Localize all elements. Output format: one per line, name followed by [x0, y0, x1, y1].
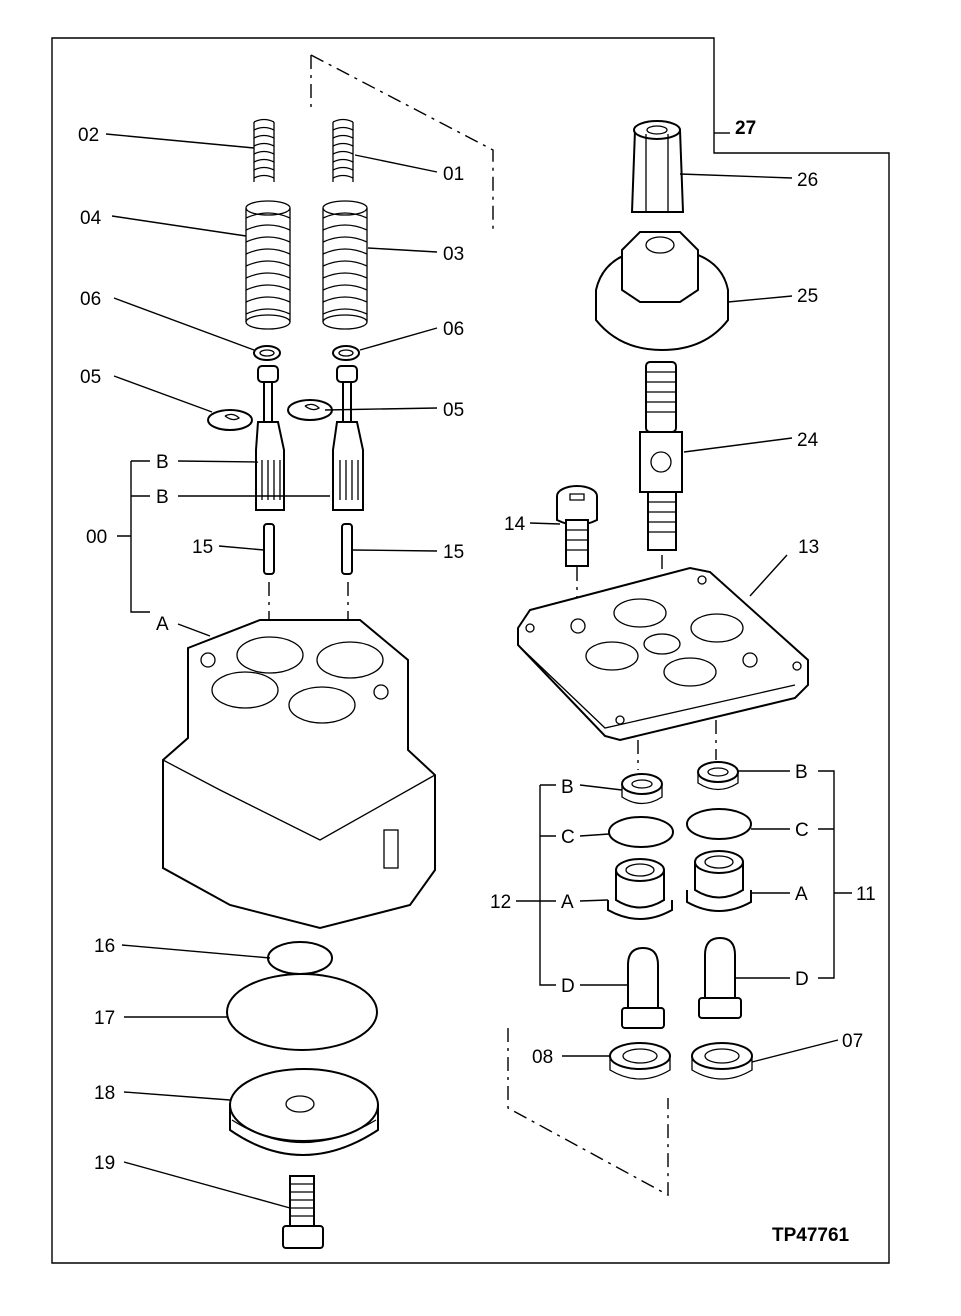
callout-06-left: 06: [80, 289, 101, 310]
callout-12: 12: [490, 892, 511, 913]
callout-00: 00: [86, 527, 107, 548]
callout-05-right: 05: [443, 400, 464, 421]
washer-06-left: [253, 345, 281, 361]
retaining-clip-05-left: [207, 409, 253, 431]
seal-ring-12-b: [621, 773, 663, 805]
callout-01: 01: [443, 164, 464, 185]
pin-15-right: [341, 523, 353, 575]
bushing-11-a: [686, 850, 752, 912]
assembly-line-bottom: [507, 1028, 669, 1197]
callout-11-c: C: [795, 820, 809, 841]
socket-bolt-14: [556, 485, 598, 567]
callout-15-left: 15: [192, 537, 213, 558]
universal-joint-24: [639, 361, 683, 551]
nut-08: [609, 1042, 671, 1080]
callout-14: 14: [504, 514, 526, 535]
o-ring-16: [267, 941, 333, 975]
bolt-19: [282, 1175, 324, 1249]
callout-12-b: B: [561, 777, 574, 798]
callout-27: 27: [735, 118, 756, 139]
o-ring-12-c: [608, 816, 674, 848]
seal-ring-11-b: [697, 761, 739, 791]
callout-02: 02: [78, 125, 99, 146]
valve-body: [162, 619, 436, 930]
callout-03: 03: [443, 244, 464, 265]
callout-16: 16: [94, 936, 115, 957]
coupling-nut-26: [630, 120, 685, 213]
callout-05-left: 05: [80, 367, 101, 388]
plunger-assembly-right: [332, 365, 364, 511]
washer-06-left-inner: [259, 349, 275, 357]
nut-07: [691, 1042, 753, 1080]
boot-seal-17: [226, 973, 378, 1051]
diagram-border: [51, 37, 890, 1264]
callout-13: 13: [798, 537, 819, 558]
bushing-12-a: [607, 858, 673, 920]
cam-plate-25: [595, 231, 729, 352]
callout-18: 18: [94, 1083, 115, 1104]
piston-11-d: [698, 936, 742, 1019]
callout-b-lower: B: [156, 487, 169, 508]
callout-11-b: B: [795, 762, 808, 783]
small-spring-01: [332, 118, 354, 182]
callout-19: 19: [94, 1153, 115, 1174]
leader-lines: [105, 132, 852, 1209]
assembly-line-top: [310, 54, 494, 232]
callout-labels: 02 01 04 03 06 06 05 05 B B 00 15 15 A 1…: [78, 118, 876, 1246]
callout-06-right: 06: [443, 319, 464, 340]
callout-17: 17: [94, 1008, 115, 1029]
callout-08: 08: [532, 1047, 553, 1068]
callout-24: 24: [797, 430, 819, 451]
cover-plate-18: [229, 1068, 379, 1156]
callout-b-upper: B: [156, 452, 169, 473]
callout-11-d: D: [795, 969, 809, 990]
large-spring-04: [245, 200, 291, 330]
washer-06-right: [332, 345, 360, 361]
piston-12-d: [621, 946, 665, 1029]
callout-12-a: A: [561, 892, 574, 913]
callout-26: 26: [797, 170, 818, 191]
pin-15-left: [263, 523, 275, 575]
washer-06-right-inner: [338, 349, 354, 357]
callout-a-body: A: [156, 614, 169, 635]
plunger-assembly-left: [255, 365, 285, 511]
small-spring-02: [253, 118, 275, 182]
callout-07: 07: [842, 1031, 863, 1052]
callout-11-a: A: [795, 884, 808, 905]
mounting-plate-13: [517, 566, 809, 742]
callout-12-d: D: [561, 976, 575, 997]
callout-25: 25: [797, 286, 818, 307]
large-spring-03: [322, 200, 368, 330]
figure-id: TP47761: [772, 1225, 850, 1246]
callout-11: 11: [856, 884, 876, 905]
callout-15-right: 15: [443, 542, 464, 563]
o-ring-11-c: [686, 808, 752, 840]
callout-04: 04: [80, 208, 102, 229]
callout-12-c: C: [561, 827, 575, 848]
